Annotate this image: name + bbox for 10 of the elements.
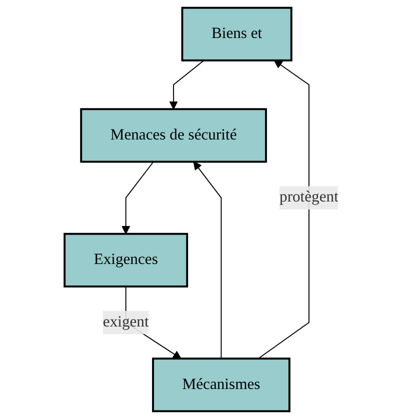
edge-label: protègent: [280, 189, 338, 206]
node-box: Biens et: [181, 6, 292, 62]
arrow: [169, 60, 204, 110]
edge-label: exigent: [102, 314, 149, 330]
node-box: Mécanismes: [152, 358, 290, 412]
node-box: Exigences: [64, 232, 188, 288]
arrow: [193, 161, 222, 360]
arrow: [258, 60, 310, 360]
arrow: [122, 161, 154, 234]
node-box: Menaces de sécurité: [80, 108, 267, 163]
